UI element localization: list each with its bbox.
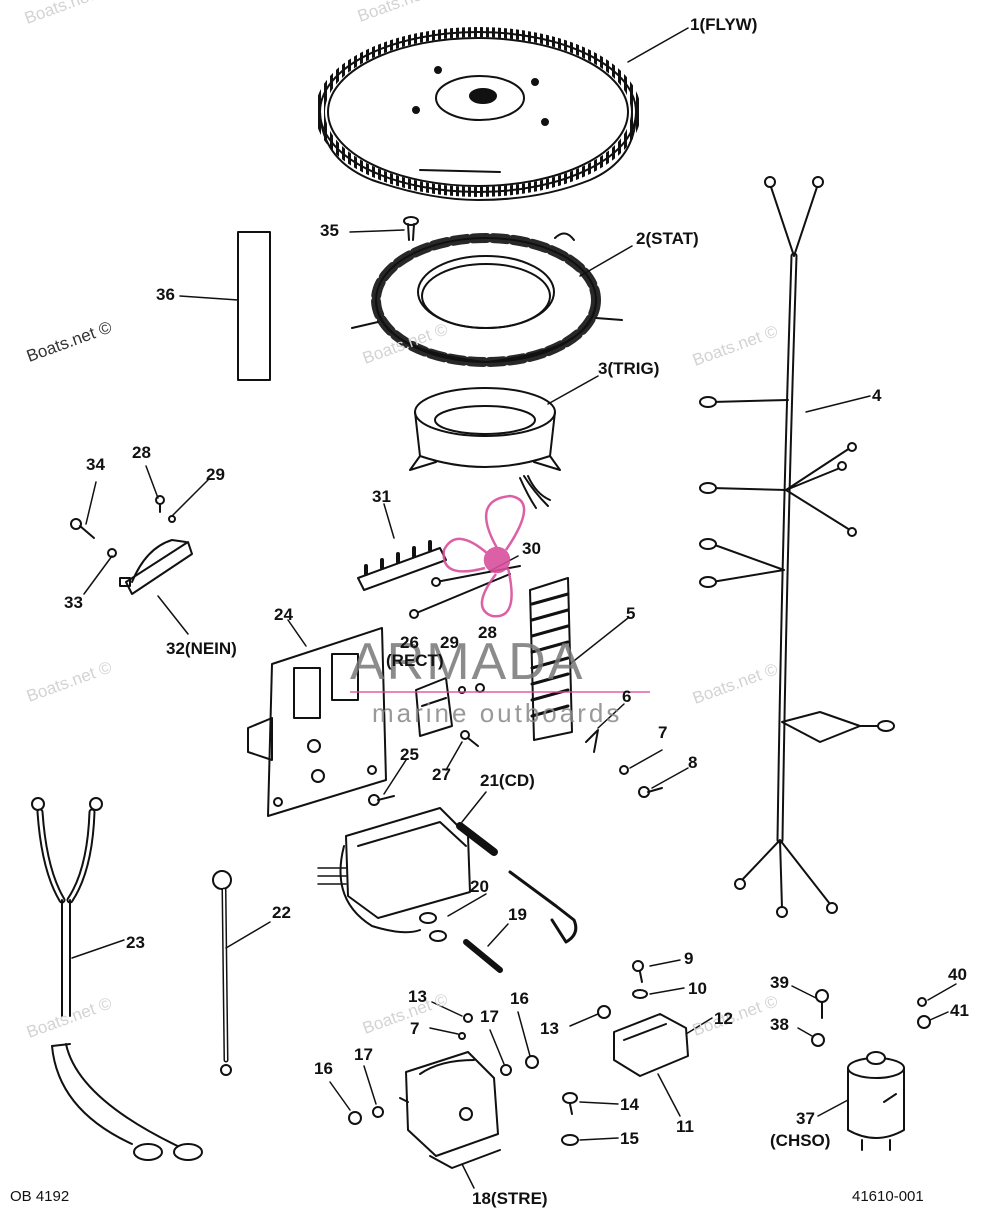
nut-40-part xyxy=(917,997,927,1007)
nut-16b-part xyxy=(525,1055,539,1069)
nein-module-32-part xyxy=(119,539,193,595)
callout-label-31[interactable]: 31 xyxy=(372,487,391,506)
relay-12-part xyxy=(613,1013,689,1077)
callout-label-13a[interactable]: 13 xyxy=(408,987,427,1006)
flywheel-part xyxy=(315,27,641,201)
callout-label-37-chso[interactable]: (CHSO) xyxy=(770,1131,831,1150)
callout-label-12[interactable]: 12 xyxy=(714,1009,733,1028)
callout-label-37[interactable]: 37 xyxy=(796,1109,815,1128)
callout-label-7b[interactable]: 7 xyxy=(410,1019,420,1038)
callout-label-29b[interactable]: 29 xyxy=(440,633,459,652)
callout-label-23[interactable]: 23 xyxy=(126,933,145,952)
armada-logo-tagline: marine outboards xyxy=(372,698,623,728)
washer-15-part xyxy=(561,1134,579,1146)
callout-label-28b[interactable]: 28 xyxy=(478,623,497,642)
ground-cable-22-part xyxy=(212,870,232,1076)
armada-propeller-logo xyxy=(350,494,650,693)
screw-27-part xyxy=(460,730,479,747)
callout-label-36[interactable]: 36 xyxy=(156,285,175,304)
callout-label-4[interactable]: 4 xyxy=(872,386,882,405)
callout-label-9[interactable]: 9 xyxy=(684,949,694,968)
callout-label-10[interactable]: 10 xyxy=(688,979,707,998)
callout-label-6[interactable]: 6 xyxy=(622,687,632,706)
callout-label-33[interactable]: 33 xyxy=(64,593,83,612)
callout-label-20[interactable]: 20 xyxy=(470,877,489,896)
callout-label-16a[interactable]: 16 xyxy=(314,1059,333,1078)
mounting-plate-24-part xyxy=(247,627,387,817)
callout-label-2[interactable]: 2(STAT) xyxy=(636,229,699,248)
callout-label-40[interactable]: 40 xyxy=(948,965,967,984)
callout-label-7[interactable]: 7 xyxy=(658,723,668,742)
screw-8-part xyxy=(638,786,663,798)
terminal-strip-31-part xyxy=(357,540,447,591)
callout-label-26-rect[interactable]: (RECT) xyxy=(386,651,444,670)
callout-label-24[interactable]: 24 xyxy=(274,605,293,624)
trigger-part xyxy=(409,387,561,509)
diagram-code-right: 41610-001 xyxy=(852,1188,924,1205)
washer-38-part xyxy=(811,1033,825,1047)
callout-label-19[interactable]: 19 xyxy=(508,905,527,924)
starter-solenoid-18-part xyxy=(399,1051,501,1169)
terminal-block-5-part xyxy=(529,577,573,741)
callout-label-3[interactable]: 3(TRIG) xyxy=(598,359,660,378)
callout-label-34[interactable]: 34 xyxy=(86,455,105,474)
nut-13b-part xyxy=(597,1005,611,1019)
callout-label-35[interactable]: 35 xyxy=(320,221,339,240)
washer-17a-part xyxy=(372,1106,384,1118)
choke-solenoid-37-part xyxy=(847,1051,905,1151)
callout-label-13b[interactable]: 13 xyxy=(540,1019,559,1038)
callout-label-22[interactable]: 22 xyxy=(272,903,291,922)
callout-label-17b[interactable]: 17 xyxy=(480,1007,499,1026)
callout-label-30[interactable]: 30 xyxy=(522,539,541,558)
stator-part xyxy=(351,232,623,367)
nut-41-part xyxy=(917,1015,931,1029)
nut-13a-part xyxy=(463,1013,473,1023)
washer-29a-part xyxy=(168,515,176,523)
screw-35-part xyxy=(403,216,419,241)
strip-36-part xyxy=(237,231,271,381)
callout-label-18[interactable]: 18(STRE) xyxy=(472,1189,548,1208)
callout-label-8[interactable]: 8 xyxy=(688,753,698,772)
callout-label-1[interactable]: 1(FLYW) xyxy=(690,15,758,34)
cd-pack-21-part xyxy=(317,807,578,944)
screw-9-part xyxy=(632,960,644,983)
washer-10-part xyxy=(632,989,648,999)
clip-6-part xyxy=(585,729,599,753)
y-cable-23-part xyxy=(31,797,203,1161)
callout-label-29a[interactable]: 29 xyxy=(206,465,225,484)
callout-label-17a[interactable]: 17 xyxy=(354,1045,373,1064)
washer-17b-part xyxy=(500,1064,512,1076)
callout-label-15[interactable]: 15 xyxy=(620,1129,639,1148)
diagram-code-left: OB 4192 xyxy=(10,1188,70,1205)
screw-28a-part xyxy=(155,495,165,513)
screws-30-part xyxy=(409,565,521,619)
screw-39-part xyxy=(815,989,829,1019)
callout-label-32[interactable]: 32(NEIN) xyxy=(166,639,237,658)
callout-label-41[interactable]: 41 xyxy=(950,1001,969,1020)
callout-label-16b[interactable]: 16 xyxy=(510,989,529,1008)
leader-lines xyxy=(71,27,957,1189)
callout-label-25[interactable]: 25 xyxy=(400,745,419,764)
callout-label-14[interactable]: 14 xyxy=(620,1095,639,1114)
screw-14-part xyxy=(562,1092,578,1115)
wiring-harness-part xyxy=(699,176,895,918)
nut-7-part xyxy=(619,765,629,775)
washer-7b-part xyxy=(458,1032,466,1040)
callout-label-11[interactable]: 11 xyxy=(676,1117,694,1136)
callout-label-38[interactable]: 38 xyxy=(770,1015,789,1034)
screw-25-part xyxy=(368,794,395,806)
bolt-19-part xyxy=(463,939,503,973)
armada-logo-name: ARMADA xyxy=(350,633,585,691)
callout-label-28a[interactable]: 28 xyxy=(132,443,151,462)
callout-label-5[interactable]: 5 xyxy=(626,604,636,623)
screw-34-part xyxy=(70,518,95,539)
nut-16a-part xyxy=(348,1111,362,1125)
callout-label-39[interactable]: 39 xyxy=(770,973,789,992)
callout-label-21[interactable]: 21(CD) xyxy=(480,771,535,790)
callout-label-26[interactable]: 26 xyxy=(400,633,419,652)
callout-label-27[interactable]: 27 xyxy=(432,765,451,784)
